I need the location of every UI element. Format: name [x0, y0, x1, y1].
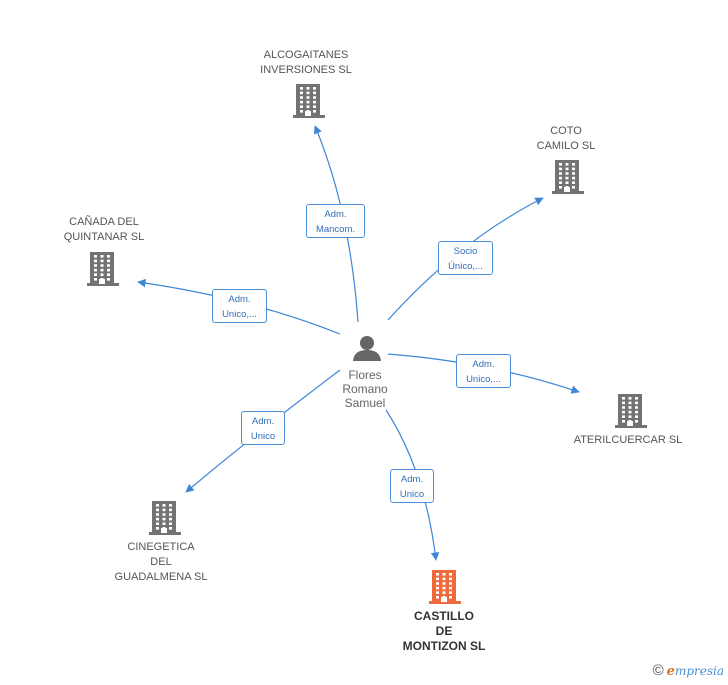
edges-layer: [137, 125, 580, 561]
node-label-cinegetica[interactable]: CINEGETICA DEL GUADALMENA SL: [114, 541, 208, 583]
person-icon[interactable]: [353, 336, 381, 361]
building-icon-castillo[interactable]: [429, 570, 461, 604]
edge-label-castillo[interactable]: Adm. Unico: [390, 469, 434, 503]
edge-label-cinegetica[interactable]: Adm. Unico: [241, 411, 285, 445]
edge-label-aterilcuercar[interactable]: Adm. Unico,...: [456, 354, 511, 388]
center-person-label[interactable]: Flores Romano Samuel: [342, 368, 388, 410]
empresia-logo[interactable]: ©empresia: [653, 662, 724, 679]
node-label-canada[interactable]: CAÑADA DEL QUINTANAR SL: [63, 216, 145, 243]
building-icon-aterilcuercar[interactable]: [615, 394, 647, 428]
node-label-alcogaitanes[interactable]: ALCOGAITANES INVERSIONES SL: [260, 49, 352, 76]
edge-label-coto[interactable]: Socio Único,...: [438, 241, 493, 275]
building-icon-cinegetica[interactable]: [149, 501, 181, 535]
building-icon-alcogaitanes[interactable]: [293, 84, 325, 118]
edge-label-alcogaitanes[interactable]: Adm. Mancom.: [306, 204, 365, 238]
building-icon-coto[interactable]: [552, 160, 584, 194]
brand-logo-text: mpresia: [674, 664, 724, 678]
building-icon-canada[interactable]: [87, 252, 119, 286]
node-label-aterilcuercar[interactable]: ATERILCUERCAR SL: [573, 434, 683, 446]
node-label-castillo[interactable]: CASTILLO DE MONTIZON SL: [402, 609, 486, 653]
brand-logo-e: e: [666, 664, 675, 679]
icons-layer: [87, 84, 647, 604]
node-label-coto[interactable]: COTO CAMILO SL: [536, 125, 596, 152]
edge-label-canada[interactable]: Adm. Unico,...: [212, 289, 267, 323]
copyright-symbol: ©: [652, 662, 664, 679]
